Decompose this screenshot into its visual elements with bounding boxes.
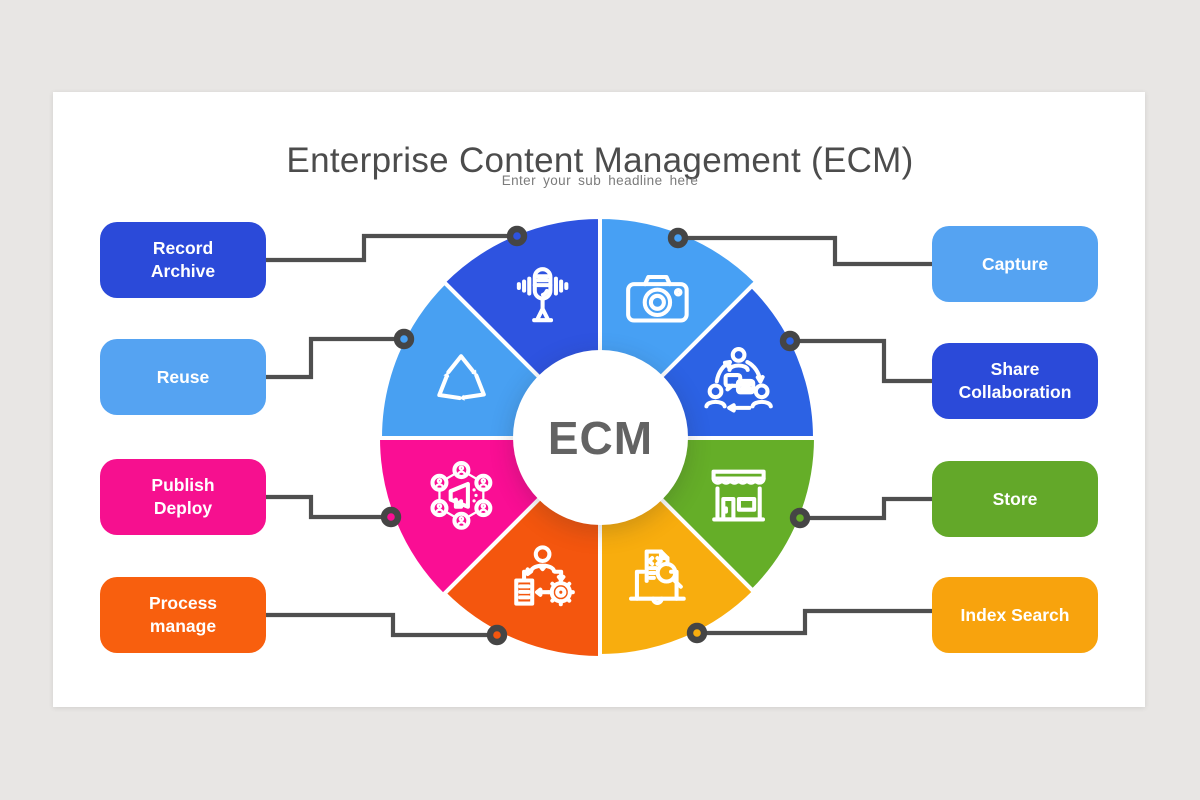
share-collaboration-icon <box>704 347 773 413</box>
ecm-center-circle: ECM <box>513 350 688 525</box>
camera-icon <box>626 274 689 323</box>
connector-dot-publish-deploy <box>380 506 402 528</box>
connector-line-share-collaboration <box>790 338 932 384</box>
store-icon <box>711 469 766 522</box>
slide-title: Enterprise Content Management (ECM) <box>286 141 914 181</box>
connector-dot-capture <box>667 227 689 249</box>
connector-line-capture <box>678 235 932 267</box>
connector-line-record-archive <box>266 233 517 263</box>
label-box-text: Record Archive <box>150 238 216 281</box>
label-box-text: Index Search <box>960 604 1070 625</box>
label-box-share-collaboration: Share Collaboration <box>932 343 1098 419</box>
label-box-publish-deploy: Publish Deploy <box>100 459 266 535</box>
connector-line-store <box>800 496 932 521</box>
label-box-reuse: Reuse <box>100 339 266 415</box>
label-box-text: Share Collaboration <box>958 359 1072 402</box>
label-box-text: Capture <box>981 253 1049 274</box>
label-box-text: Store <box>992 488 1038 509</box>
connector-dot-store <box>789 507 811 529</box>
label-box-index-search: Index Search <box>932 577 1098 653</box>
index-search-icon <box>629 549 686 605</box>
connector-dot-process-manage <box>486 624 508 646</box>
connector-line-reuse <box>266 336 404 380</box>
recycle-icon <box>437 354 486 401</box>
connector-dot-share-collaboration <box>779 330 801 352</box>
process-manage-icon <box>514 545 575 607</box>
publish-deploy-icon <box>430 461 493 530</box>
connector-line-process-manage <box>266 612 497 638</box>
connector-line-publish-deploy <box>266 494 391 520</box>
label-box-store: Store <box>932 461 1098 537</box>
label-box-text: Process manage <box>148 593 218 636</box>
label-box-text: Reuse <box>156 366 210 387</box>
connector-dot-index-search <box>686 622 708 644</box>
connector-line-index-search <box>697 608 932 636</box>
label-box-record-archive: Record Archive <box>100 222 266 298</box>
slide-subtitle: Enter your sub headline here <box>501 173 699 188</box>
label-box-process-manage: Process manage <box>100 577 266 653</box>
ecm-center-label: ECM <box>547 411 654 464</box>
label-box-text: Publish Deploy <box>151 475 215 518</box>
label-box-capture: Capture <box>932 226 1098 302</box>
microphone-icon <box>516 267 569 323</box>
connector-dot-reuse <box>393 328 415 350</box>
connector-dot-record-archive <box>506 225 528 247</box>
